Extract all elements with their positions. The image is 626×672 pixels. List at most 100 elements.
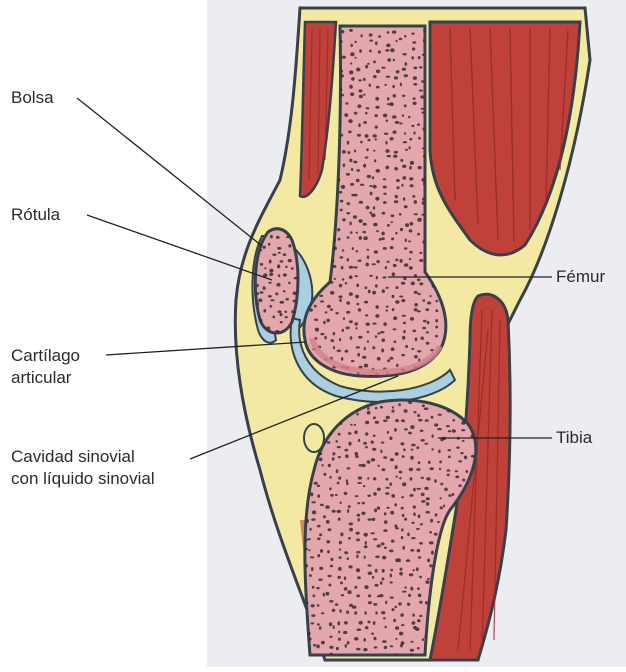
bone-pore	[357, 482, 362, 484]
bone-pore	[349, 275, 353, 279]
bone-pore	[338, 631, 340, 634]
bone-pore	[418, 419, 422, 422]
bone-pore	[402, 68, 406, 71]
bone-pore	[357, 514, 361, 517]
bone-pore	[404, 35, 406, 38]
bone-pore	[417, 619, 421, 622]
bone-pore	[402, 455, 405, 458]
bone-pore	[314, 482, 318, 485]
bone-pore	[419, 576, 422, 578]
bone-pore	[376, 260, 379, 263]
bone-pore	[332, 510, 336, 513]
bone-pore	[411, 444, 416, 447]
label-femur: Fémur	[556, 266, 605, 288]
bone-pore	[268, 243, 271, 246]
bone-pore	[404, 74, 408, 77]
bone-pore	[346, 311, 350, 314]
bone-pore	[413, 67, 417, 70]
bone-pore	[421, 477, 424, 479]
bone-pore	[349, 29, 353, 32]
bone-pore	[258, 299, 262, 303]
bone-pore	[364, 585, 368, 589]
bone-pore	[333, 625, 335, 629]
bone-pore	[422, 54, 425, 56]
bone-pore	[344, 621, 348, 625]
bone-pore	[412, 330, 416, 333]
bone-pore	[424, 407, 429, 410]
bone-pore	[376, 169, 380, 173]
bone-pore	[359, 49, 362, 52]
bone-pore	[391, 347, 395, 351]
bone-pore	[453, 419, 456, 422]
bone-pore	[351, 168, 353, 171]
bone-pore	[340, 502, 342, 504]
bone-pore	[321, 612, 324, 614]
bone-pore	[404, 263, 409, 266]
bone-pore	[395, 638, 397, 640]
bone-pore	[381, 237, 385, 240]
bone-pore	[334, 278, 336, 280]
bone-pore	[409, 146, 411, 149]
bone-pore	[429, 531, 432, 534]
bone-pore	[383, 617, 386, 619]
bone-pore	[411, 125, 414, 127]
bone-pore	[390, 645, 394, 647]
bone-pore	[414, 200, 417, 204]
bone-pore	[347, 258, 350, 261]
bone-pore	[440, 483, 443, 486]
bone-pore	[402, 165, 406, 168]
bone-pore	[456, 446, 460, 448]
bone-pore	[415, 627, 420, 631]
bone-pore	[320, 504, 324, 507]
bone-pore	[448, 430, 451, 432]
bone-pore	[429, 564, 433, 567]
bone-pore	[363, 442, 367, 445]
bone-pore	[338, 456, 341, 458]
bone-pore	[338, 567, 342, 571]
bone-pore	[319, 567, 323, 570]
bone-pore	[464, 456, 467, 460]
bone-pore	[394, 76, 398, 79]
bone-pore	[430, 295, 432, 297]
bone-pore	[390, 246, 394, 249]
bone-pore	[401, 419, 405, 422]
bone-pore	[285, 316, 288, 318]
bone-pore	[329, 487, 332, 490]
bone-pore	[384, 646, 387, 649]
bone-pore	[408, 594, 411, 597]
bone-pore	[367, 495, 371, 497]
bone-pore	[431, 551, 434, 555]
bone-pore	[351, 44, 353, 48]
bone-pore	[363, 638, 366, 642]
bone-pore	[401, 496, 404, 498]
bone-pore	[326, 520, 330, 524]
bone-pore	[398, 602, 402, 605]
bone-pore	[305, 548, 308, 551]
bone-pore	[354, 322, 358, 325]
bone-pore	[344, 113, 348, 117]
bone-pore	[412, 621, 416, 625]
bone-pore	[452, 493, 454, 496]
bone-pore	[380, 449, 382, 453]
bone-pore	[390, 137, 394, 140]
bone-pore	[434, 479, 437, 483]
bone-pore	[425, 443, 429, 445]
bone-pore	[338, 433, 341, 436]
bone-pore	[382, 578, 385, 581]
bone-pore	[350, 336, 353, 340]
bone-pore	[319, 533, 322, 536]
bone-pore	[423, 320, 427, 323]
bone-pore	[356, 68, 360, 72]
bone-pore	[403, 197, 405, 201]
bone-pore	[411, 33, 414, 35]
bone-pore	[328, 464, 331, 467]
bone-pore	[375, 556, 380, 559]
bone-pore	[422, 327, 426, 330]
bone-pore	[402, 514, 405, 517]
bone-pore	[422, 299, 425, 302]
bone-pore	[356, 532, 360, 535]
bone-pore	[280, 301, 285, 304]
bone-pore	[437, 521, 440, 523]
bone-pore	[429, 541, 434, 544]
label-cavidad-line1: Cavidad sinovial	[11, 446, 135, 468]
